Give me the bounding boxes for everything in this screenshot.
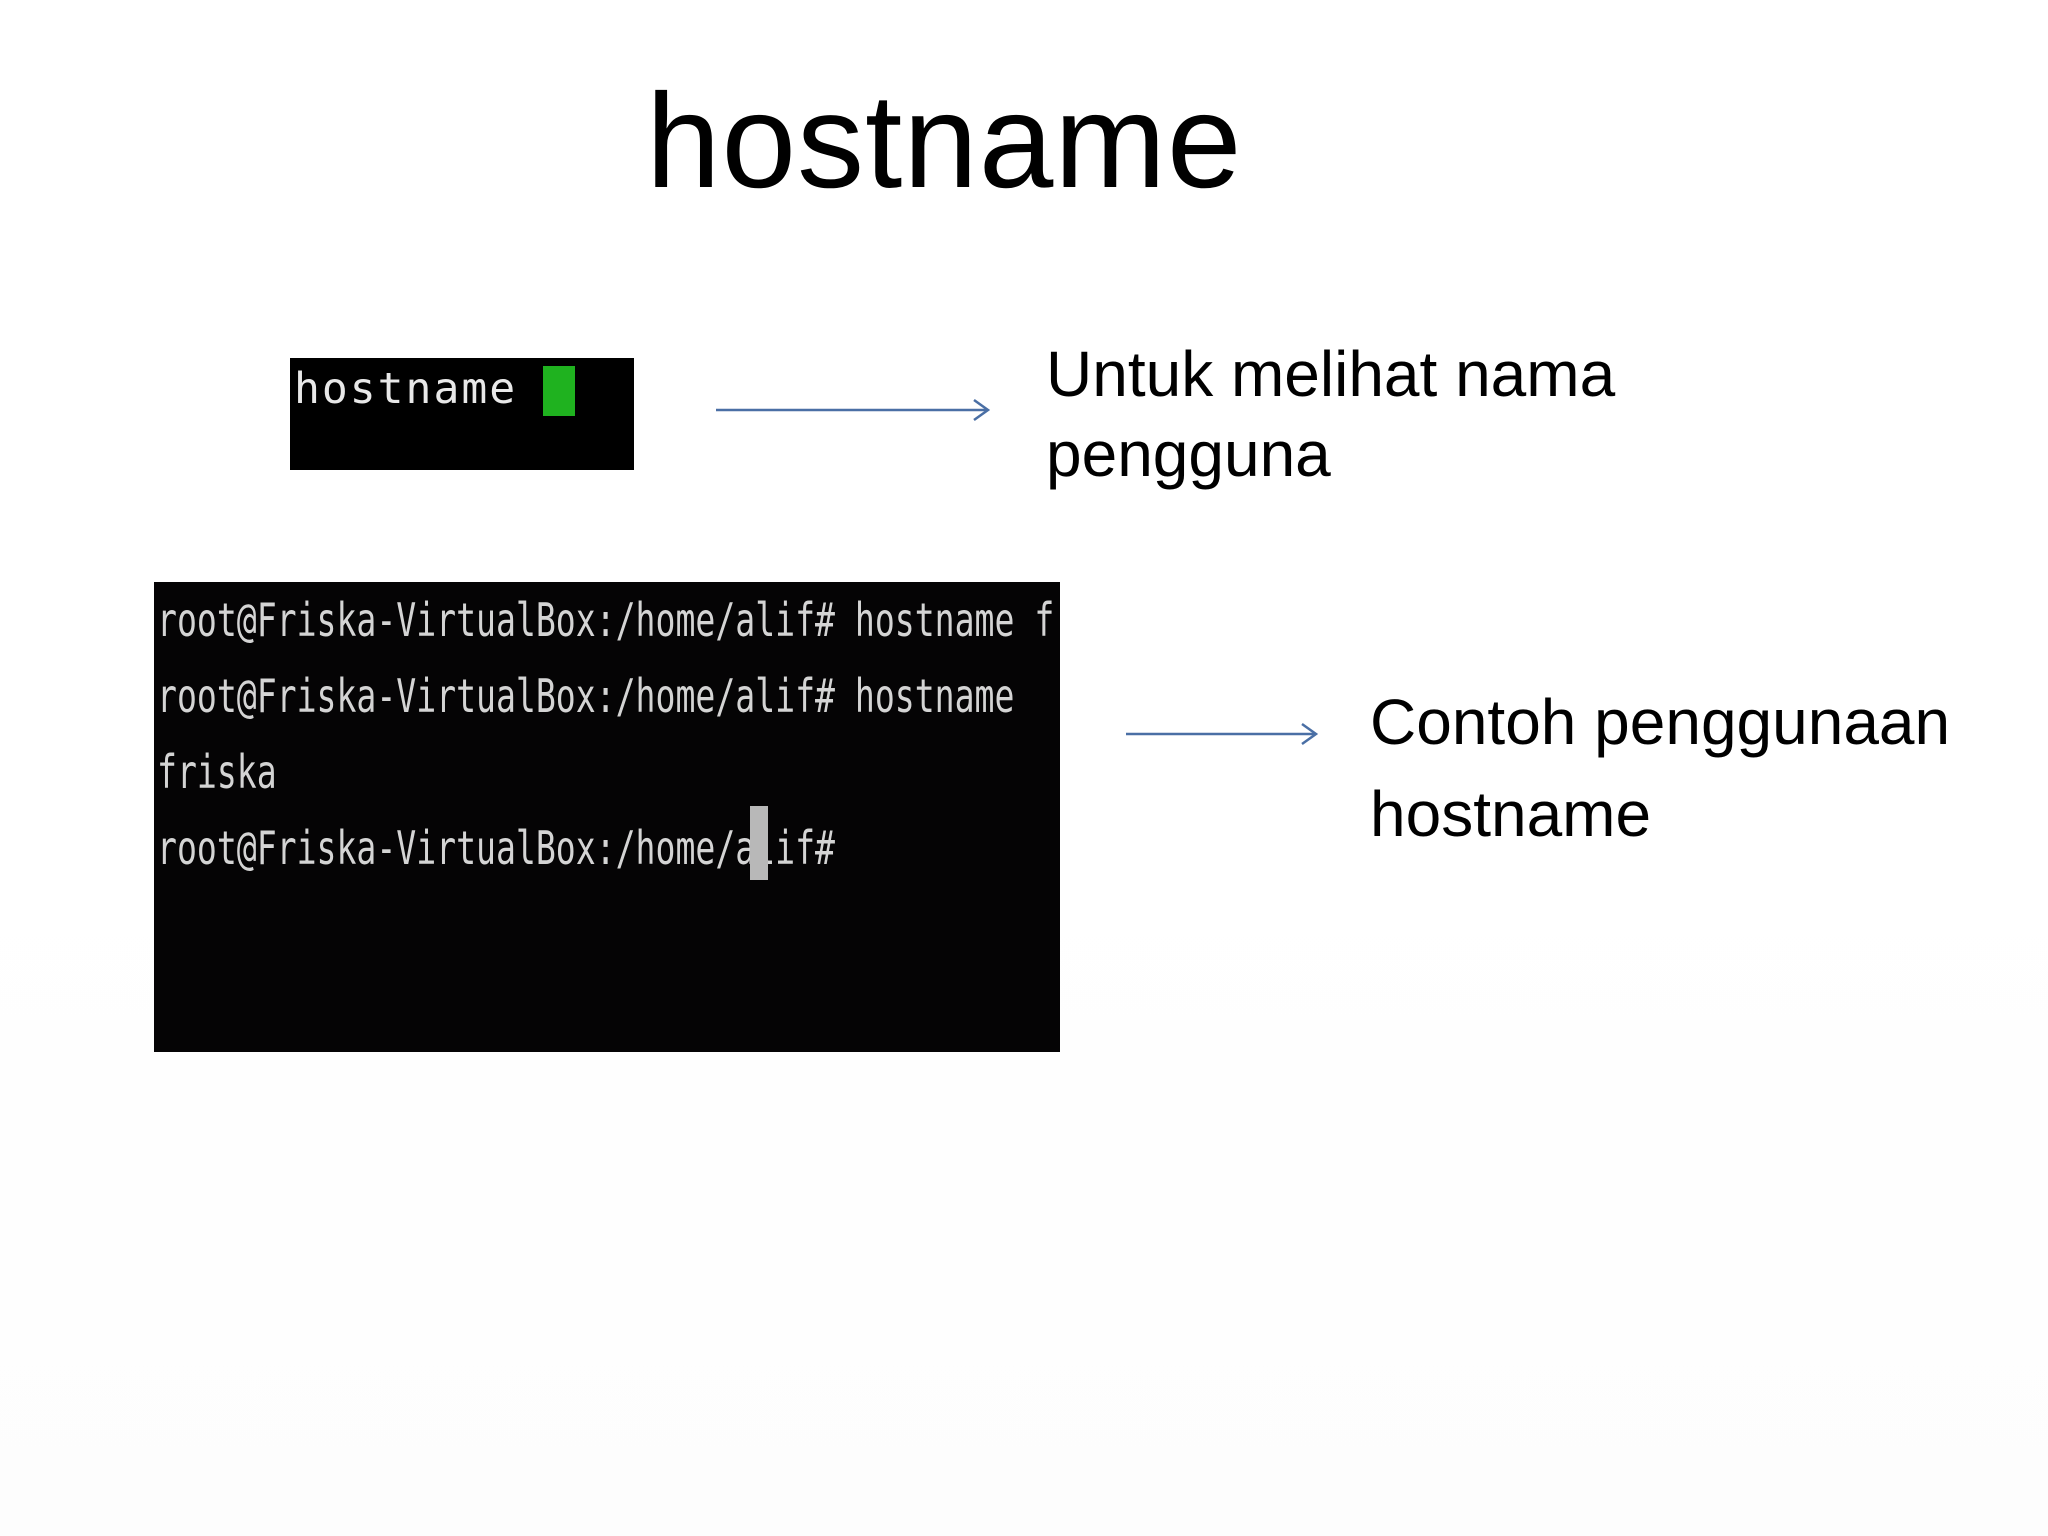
description-line: Untuk melihat nama [1046,338,1616,410]
slide-title: hostname [646,67,1243,216]
terminal-cursor [543,366,575,416]
description-line: Contoh penggunaan [1370,686,1951,758]
description-line: hostname [1370,778,1652,850]
terminal-line: root@Friska-VirtualBox:/home/alif# hostn… [157,669,1015,723]
description-example: Contoh penggunaan hostname [1370,676,1950,860]
terminal-line: friska [157,745,277,799]
arrow-right-icon [1126,722,1319,746]
terminal-line: root@Friska-VirtualBox:/home/alif# hostn… [157,593,1060,647]
terminal-screenshot: root@Friska-VirtualBox:/home/alif# hostn… [154,582,1060,1052]
terminal-cursor [750,806,768,880]
description-usage: Untuk melihat nama pengguna [1046,334,1615,494]
description-line: pengguna [1046,418,1331,490]
command-text: hostname [294,364,518,414]
terminal-line: root@Friska-VirtualBox:/home/alif# [157,821,835,875]
arrow-right-icon [716,398,991,422]
command-snippet-image: hostname [290,358,634,470]
